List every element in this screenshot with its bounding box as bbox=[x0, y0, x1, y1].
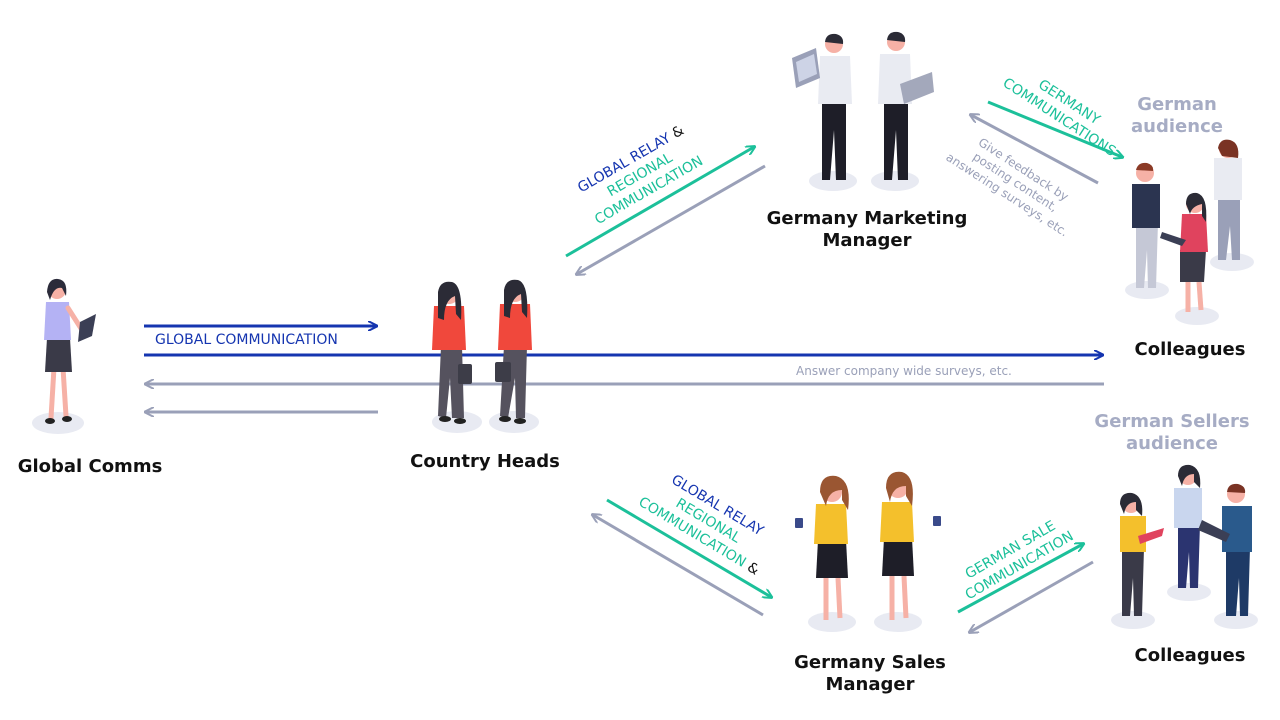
colleagues-top-label: Colleagues bbox=[1134, 339, 1246, 360]
colleagues-bottom-label: Colleagues bbox=[1134, 645, 1246, 666]
arrow-sales-to-country bbox=[593, 515, 764, 617]
arrow-sales-to-sellers bbox=[957, 544, 1083, 614]
marketing-manager-label-line2: Manager bbox=[822, 230, 912, 251]
arrow-marketing-to-country bbox=[577, 164, 766, 274]
german-sellers-audience-label-line1: German Sellers bbox=[1094, 411, 1250, 432]
arrow-sellers-to-sales bbox=[970, 560, 1094, 632]
country-heads-people-icon bbox=[432, 279, 539, 433]
german-sellers-audience-label-line2: audience bbox=[1126, 433, 1218, 454]
arrow-marketing-to-audience bbox=[987, 100, 1122, 157]
marketing-managers-people-icon bbox=[792, 31, 934, 191]
marketing-manager-label-line1: Germany Marketing bbox=[766, 208, 968, 229]
german-sellers-people-icon bbox=[1111, 464, 1258, 629]
relay-bottom-line3-amp: & bbox=[744, 559, 762, 579]
german-audience-label-line2: audience bbox=[1131, 116, 1223, 137]
sales-managers-people-icon bbox=[795, 471, 941, 632]
country-heads-label: Country Heads bbox=[410, 451, 560, 472]
german-audience-people-icon bbox=[1125, 139, 1254, 325]
german-audience-label-line1: German bbox=[1137, 94, 1217, 115]
sales-manager-label-line1: Germany Sales bbox=[794, 652, 946, 673]
relay-top-line1-amp: & bbox=[669, 122, 687, 142]
sales-manager-label: Germany Sales Manager bbox=[770, 652, 970, 696]
marketing-manager-label: Germany Marketing Manager bbox=[752, 208, 982, 252]
global-comms-person-icon bbox=[32, 278, 96, 434]
german-sellers-audience-label: German Sellers audience bbox=[1082, 411, 1262, 455]
german-audience-label: German audience bbox=[1112, 94, 1242, 138]
answer-surveys-flow-label: Answer company wide surveys, etc. bbox=[796, 364, 1012, 378]
arrow-country-to-sales bbox=[606, 498, 771, 597]
sales-manager-label-line2: Manager bbox=[825, 674, 915, 695]
arrow-audience-to-marketing bbox=[971, 115, 1099, 185]
arrow-country-to-marketing bbox=[565, 147, 754, 258]
global-communication-flow-label: GLOBAL COMMUNICATION bbox=[155, 332, 338, 348]
global-comms-label: Global Comms bbox=[17, 456, 163, 477]
